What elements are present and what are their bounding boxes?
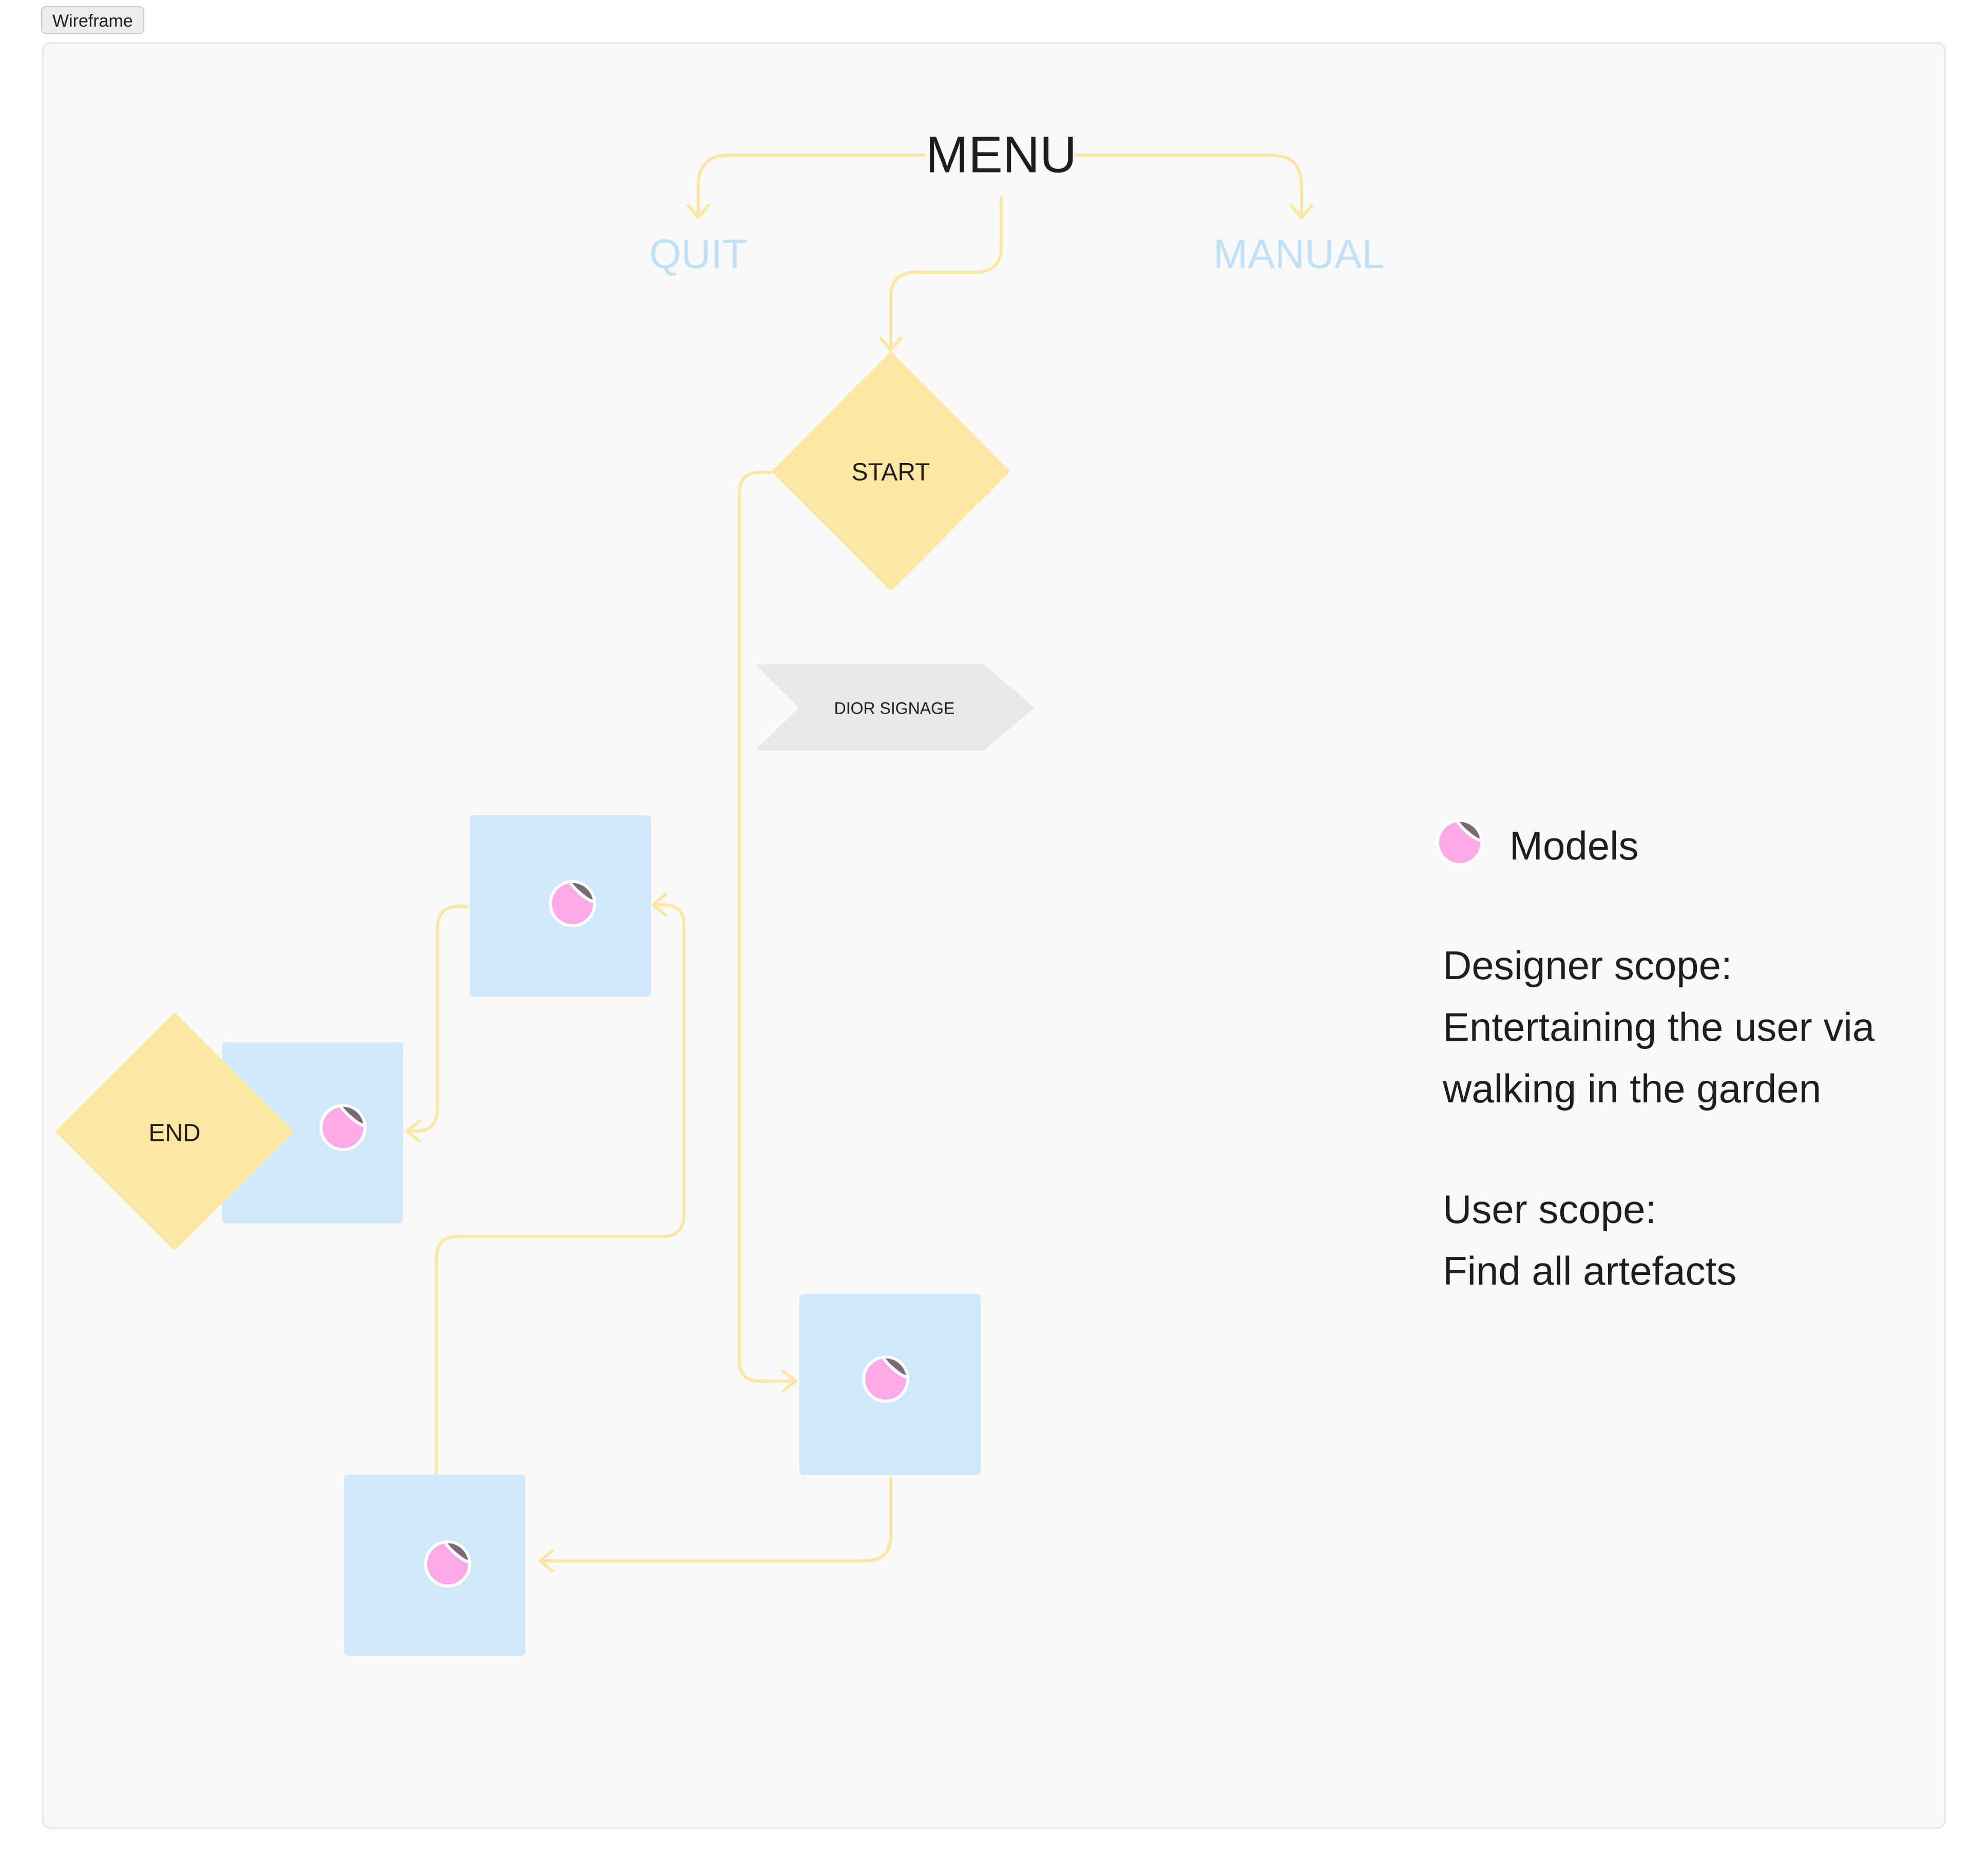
connector-start-box3 [738, 471, 795, 1383]
arrowhead-start [879, 336, 903, 352]
manual-label[interactable]: MANUAL [1213, 231, 1385, 277]
sticker-icon [862, 1355, 909, 1403]
connector-menu-start [889, 196, 1003, 350]
arrowhead-box3 [781, 1369, 797, 1393]
user-scope-title: User scope: [1443, 1187, 1657, 1232]
legend-models-label: Models [1509, 823, 1639, 868]
signage-label: DIOR SIGNAGE [834, 699, 955, 718]
connector-box3-box4 [541, 1477, 892, 1562]
connector-box1-box2 [408, 905, 469, 1133]
arrowhead-manual [1290, 204, 1313, 219]
designer-scope-line-1: Entertaining the user via [1443, 1004, 1875, 1049]
designer-scope-title: Designer scope: [1443, 943, 1732, 988]
sticker-icon [1436, 819, 1483, 866]
arrowhead-box2 [406, 1119, 421, 1143]
arrowhead-quit [686, 204, 710, 219]
frame-label[interactable]: Wireframe [41, 6, 144, 34]
end-diamond[interactable] [56, 1013, 293, 1250]
quit-label[interactable]: QUIT [649, 231, 748, 277]
start-label: START [851, 458, 930, 486]
end-label: END [148, 1119, 201, 1147]
menu-label[interactable]: MENU [925, 126, 1077, 184]
connector-box4-box1 [435, 903, 685, 1475]
signage-shape[interactable] [757, 664, 1034, 751]
start-diamond[interactable] [772, 352, 1009, 590]
connector-menu-manual [1074, 154, 1303, 217]
sticker-icon [549, 880, 596, 927]
sticker-icon [424, 1540, 471, 1588]
connector-menu-quit [697, 154, 926, 217]
sticker-icon [319, 1104, 367, 1151]
user-scope-line-1: Find all artefacts [1443, 1248, 1737, 1293]
arrowhead-box4 [539, 1549, 554, 1573]
model-box-2[interactable] [222, 1042, 403, 1224]
arrowhead-box1 [652, 893, 667, 916]
designer-scope-line-2: walking in the garden [1443, 1066, 1822, 1111]
